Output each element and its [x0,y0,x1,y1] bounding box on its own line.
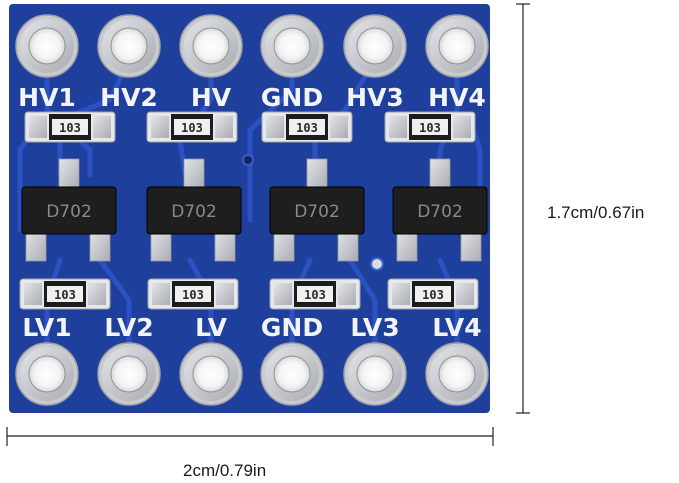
resistor-code: 103 [296,121,318,135]
resistor-code: 103 [422,288,444,302]
top-pin-labels: HV1 HV2 HV GND HV3 HV4 [18,83,486,112]
width-dimension [6,427,494,446]
header-pin-hole [260,342,324,406]
smd-resistor: 103 [261,111,353,143]
pin-label: HV3 [346,83,404,112]
pin-label: LV1 [22,313,71,342]
header-pin-hole [425,342,489,406]
pin-label: LV [195,313,227,342]
chip-marking: D702 [171,202,217,222]
pin-label: HV1 [18,83,76,112]
header-pin-hole [15,342,79,406]
pin-label: LV4 [432,313,481,342]
header-pin-hole [179,342,243,406]
pin-label: LV2 [104,313,153,342]
resistor-code: 103 [304,288,326,302]
bottom-resistor-row: 103 103 103 103 [19,278,479,310]
smd-resistor: 103 [147,278,239,310]
header-pin-hole [260,14,324,78]
mosfet-chip: D702 [21,158,117,262]
chip-marking: D702 [46,202,92,222]
resistor-code: 103 [59,121,81,135]
pin-label: GND [261,313,323,342]
top-header-row [15,14,489,78]
bottom-header-row [15,342,489,406]
chip-marking: D702 [294,202,340,222]
smd-resistor: 103 [146,111,238,143]
smd-resistor: 103 [269,278,361,310]
pin-label: LV3 [350,313,399,342]
via-hole [370,257,384,271]
pin-label: HV2 [100,83,158,112]
header-pin-hole [425,14,489,78]
resistor-code: 103 [181,121,203,135]
header-pin-hole [97,342,161,406]
smd-resistor: 103 [384,111,476,143]
top-resistor-row: 103 103 103 103 [24,111,476,143]
mosfet-chip: D702 [392,158,488,262]
height-label: 1.7cm/0.67in [547,203,644,222]
resistor-code: 103 [54,288,76,302]
pin-label: HV [191,83,232,112]
via-hole [242,154,254,166]
chip-marking: D702 [417,202,463,222]
pcb-trace [347,257,378,358]
pin-label: GND [261,83,323,112]
mosfet-row: D702 D702 D702 D702 [21,158,488,262]
header-pin-hole [15,14,79,78]
mosfet-chip: D702 [269,158,365,262]
pcb-trace [57,57,132,178]
header-pin-hole [97,14,161,78]
bottom-pin-labels: LV1 LV2 LV GND LV3 LV4 [22,313,481,342]
smd-resistor: 103 [387,278,479,310]
resistor-code: 103 [419,121,441,135]
smd-resistor: 103 [19,278,111,310]
header-pin-hole [343,14,407,78]
pin-label: HV4 [428,83,486,112]
smd-resistor: 103 [24,111,116,143]
pcb-trace [97,257,132,358]
header-pin-hole [343,342,407,406]
height-dimension [516,3,530,414]
resistor-code: 103 [182,288,204,302]
width-label: 2cm/0.79in [183,461,266,480]
mosfet-chip: D702 [146,158,242,262]
header-pin-hole [179,14,243,78]
